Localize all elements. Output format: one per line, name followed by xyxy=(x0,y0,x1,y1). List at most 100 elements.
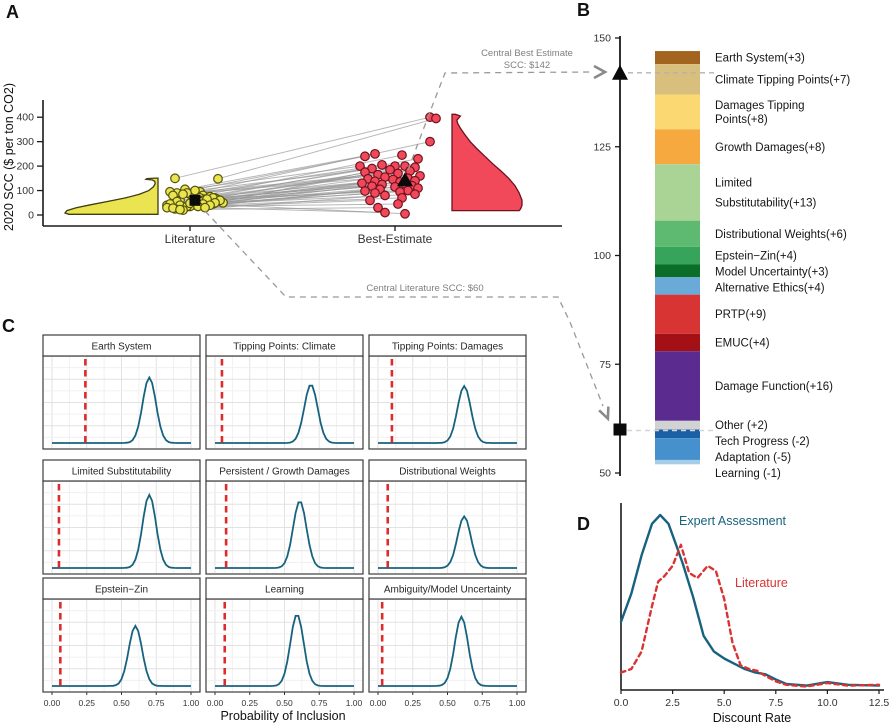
x-tick-label: 0.75 xyxy=(311,698,328,708)
x-tick-label: 0.25 xyxy=(241,698,258,708)
b-y-tick-label: 100 xyxy=(593,250,611,262)
panel-d-label: D xyxy=(577,514,590,534)
d-x-tick-label: 12.5 xyxy=(869,697,890,709)
x-tick-label: 0.50 xyxy=(276,698,293,708)
best-estimate-point xyxy=(431,113,441,124)
best-estimate-point xyxy=(365,195,375,206)
facet-title: Tipping Points: Damages xyxy=(392,342,503,353)
literature-point xyxy=(170,173,180,184)
best-estimate-point xyxy=(385,164,395,175)
density-curve xyxy=(378,514,517,569)
bar-segment-label: Learning (-1) xyxy=(715,468,781,480)
facet-strip xyxy=(42,577,201,600)
x-tick-label: 1.00 xyxy=(346,698,363,708)
best-estimate-point xyxy=(413,153,423,164)
c-x-axis-title: Probability of Inclusion xyxy=(220,709,345,723)
facet-title: Ambiguity/Model Uncertainty xyxy=(384,585,511,596)
category-label: Literature xyxy=(165,232,216,246)
literature-point xyxy=(213,173,223,184)
density-curve xyxy=(215,501,354,569)
facet-strip xyxy=(205,577,364,600)
violin-literature xyxy=(63,177,159,215)
facet-strip xyxy=(368,577,527,600)
bar-segment-label: Tech Progress (-2) xyxy=(715,436,810,448)
d-x-tick-label: 0.0 xyxy=(614,697,629,709)
bar-segment-label: Growth Damages(+8) xyxy=(715,142,825,154)
x-tick-label: 1.00 xyxy=(183,698,200,708)
y-axis-title: 2020 SCC ($ per ton CO2) xyxy=(2,83,16,231)
bar-segment-label: EMUC(+4) xyxy=(715,338,770,350)
connector-line xyxy=(174,116,431,179)
facet-title: Tipping Points: Climate xyxy=(233,342,336,353)
facet-title: Epstein−Zin xyxy=(95,585,148,596)
best-estimate-point xyxy=(397,150,407,160)
bar-segment xyxy=(655,333,700,352)
b-y-tick-label: 125 xyxy=(593,141,611,153)
bar-segment xyxy=(655,264,700,278)
facet-limited-substitutability: Limited Substitutability xyxy=(42,459,201,575)
category-label: Best-Estimate xyxy=(358,232,433,246)
connector-line xyxy=(182,176,386,195)
bar-segment-label: Alternative Ethics(+4) xyxy=(715,283,825,295)
best-estimate-point xyxy=(400,208,410,219)
y-tick-label: 0 xyxy=(28,210,34,222)
bar-segment xyxy=(655,129,700,165)
best-estimate-point xyxy=(370,148,380,159)
expert-assessment-label: Expert Assessment xyxy=(679,514,787,528)
connector-line xyxy=(217,117,437,180)
density-curve xyxy=(378,384,517,444)
best-estimate-point xyxy=(410,189,420,200)
best-estimate-point xyxy=(425,136,435,147)
best-estimate-point xyxy=(393,199,403,209)
connector-line xyxy=(199,174,379,199)
bar-segment xyxy=(655,438,700,460)
facet-strip xyxy=(42,459,201,482)
connector-line xyxy=(179,207,379,211)
bar-segment xyxy=(655,277,700,295)
x-tick-label: 0.50 xyxy=(439,698,456,708)
bar-segment xyxy=(655,246,700,265)
facet-tipping-points-damages: Tipping Points: Damages xyxy=(368,334,527,450)
b-best-estimate-triangle xyxy=(612,64,628,80)
best-estimate-point xyxy=(380,190,390,201)
facet-strip xyxy=(205,459,364,482)
facet-earth-system: Earth System xyxy=(42,334,201,450)
panel-b-label: B xyxy=(577,0,590,20)
best-estimate-point xyxy=(360,151,370,162)
x-tick-label: 0.75 xyxy=(148,698,165,708)
density-curve xyxy=(378,614,517,687)
connector-line xyxy=(199,141,431,193)
bar-segment xyxy=(655,164,700,221)
best-estimate-point xyxy=(377,159,387,170)
x-tick-label: 1.00 xyxy=(509,698,526,708)
b-y-tick-label: 50 xyxy=(599,468,611,480)
best-estimate-point xyxy=(370,188,380,198)
bar-segment xyxy=(655,294,700,334)
facet-distributional-weights: Distributional Weights xyxy=(368,459,527,575)
best-estimate-point xyxy=(380,207,390,218)
literature-mean-square xyxy=(189,194,201,206)
x-tick-label: 0.00 xyxy=(44,698,61,708)
density-curve xyxy=(215,384,354,444)
facet-title: Limited Substitutability xyxy=(72,467,172,478)
d-x-tick-label: 5.0 xyxy=(717,697,732,709)
bar-segment-label: Adaptation (-5) xyxy=(715,452,791,464)
density-curve xyxy=(52,375,191,444)
bar-segment-label: Model Uncertainty(+3) xyxy=(715,267,829,279)
facet-tipping-points-climate: Tipping Points: Climate xyxy=(205,334,364,450)
bar-segment-label: PRTP(+9) xyxy=(715,309,766,321)
bar-segment xyxy=(655,220,700,247)
b-y-tick-label: 150 xyxy=(593,33,611,45)
x-tick-label: 0.00 xyxy=(370,698,387,708)
b-y-tick-label: 75 xyxy=(599,359,611,371)
bar-segment-label: Damage Function(+16) xyxy=(715,381,833,393)
facet-title: Earth System xyxy=(91,342,151,353)
best-estimate-mean-triangle xyxy=(397,172,413,187)
